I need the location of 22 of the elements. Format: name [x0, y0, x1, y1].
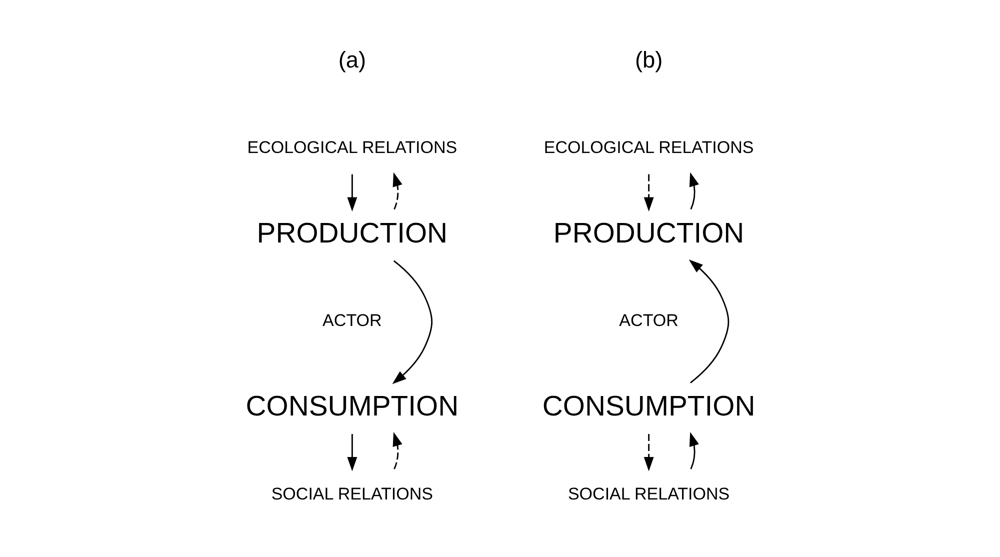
arrow	[392, 172, 402, 210]
node-text: PRODUCTION	[256, 217, 448, 250]
label: (a)	[338, 46, 366, 72]
arrow	[392, 260, 432, 384]
node-text: SOCIAL RELATIONS	[567, 484, 730, 504]
arrow	[392, 432, 402, 470]
node-text: ECOLOGICAL RELATIONS	[246, 138, 457, 158]
arrow	[688, 172, 698, 210]
arrow	[688, 259, 729, 384]
arrow	[346, 434, 357, 472]
node-text: CONSUMPTION	[245, 390, 458, 422]
arrow	[688, 432, 698, 470]
label: ACTOR	[322, 311, 382, 330]
arrow	[643, 434, 654, 472]
node-text: ECOLOGICAL RELATIONS	[543, 138, 754, 158]
arrow	[643, 174, 654, 212]
node-text: SOCIAL RELATIONS	[270, 484, 433, 504]
arrow	[346, 174, 357, 212]
label: ACTOR	[618, 311, 678, 330]
label: (b)	[634, 46, 662, 72]
node-text: PRODUCTION	[552, 217, 744, 250]
node-text: CONSUMPTION	[542, 390, 755, 422]
